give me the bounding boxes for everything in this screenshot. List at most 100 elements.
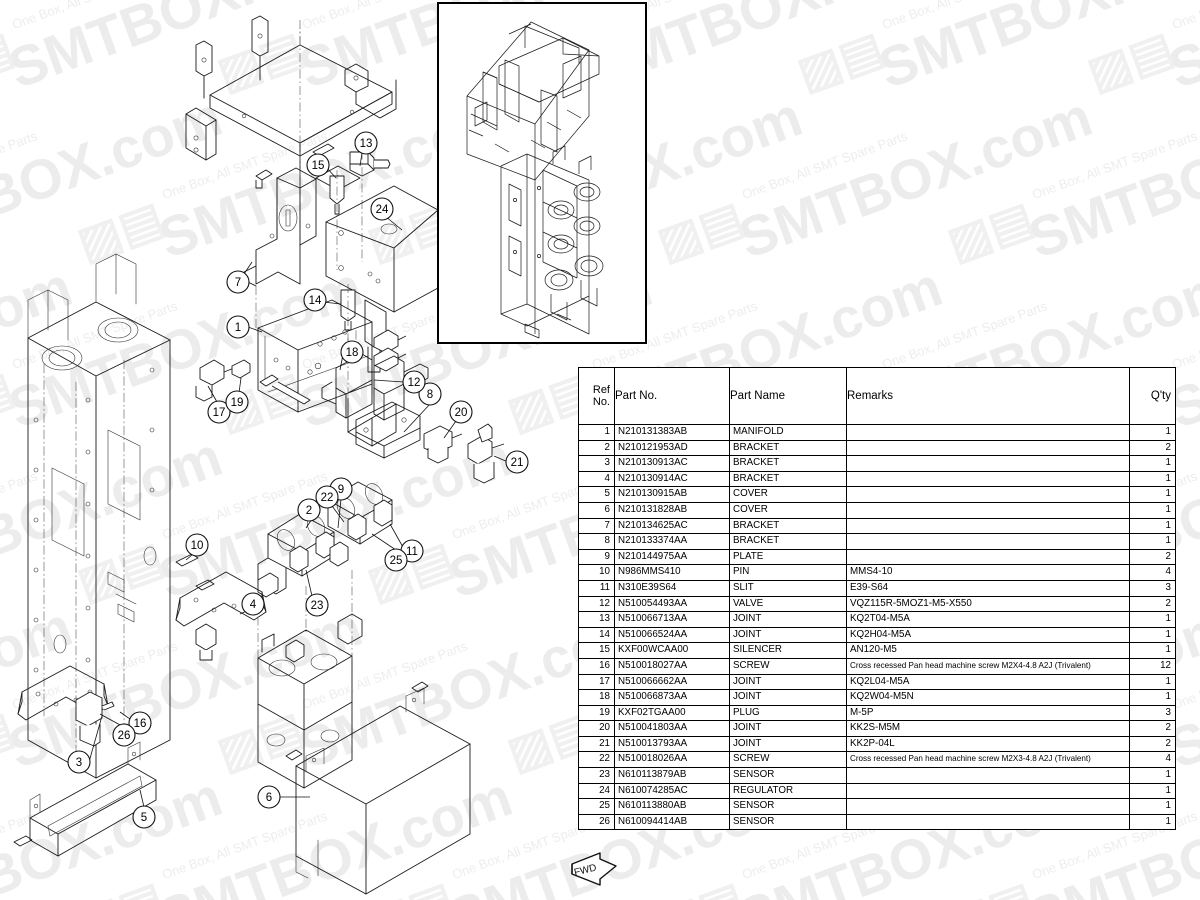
- part-joint-21: [467, 423, 505, 484]
- callout-bubble: [418, 382, 442, 406]
- row-part-no: N210131828AB: [614, 501, 730, 519]
- callout-label: 16: [134, 718, 147, 730]
- row-qty: 1: [1129, 689, 1176, 706]
- callout-bubble: [370, 197, 394, 221]
- row-ref-no: 10: [578, 564, 615, 581]
- row-part-no: N510018027AA: [614, 657, 730, 675]
- row-part-no: N510066713AA: [614, 611, 730, 628]
- row-remarks: KQ2L04-M5A: [846, 673, 1130, 691]
- column-header-part-no: Part No.: [614, 367, 730, 425]
- part-tray-5: [13, 741, 157, 857]
- callout-label: 8: [427, 389, 433, 401]
- callout-bubble: [297, 498, 321, 522]
- part-pin-10: [175, 553, 199, 567]
- callout-bubble: [505, 450, 529, 474]
- part-body-blocks: [257, 613, 363, 789]
- row-qty: 1: [1129, 455, 1176, 472]
- row-ref-no: 24: [578, 782, 615, 800]
- callout-24: 24: [370, 197, 394, 221]
- callout-bubble: [226, 315, 250, 339]
- row-part-name: REGULATOR: [729, 782, 847, 800]
- fwd-direction-marker: FWD: [571, 852, 617, 886]
- row-ref-no: 5: [578, 486, 615, 503]
- row-part-no: KXF02TGAA00: [614, 704, 730, 722]
- column-header-part-name: Part Name: [729, 367, 847, 425]
- row-part-no: N510054493AA: [614, 595, 730, 613]
- row-qty: 1: [1129, 424, 1176, 441]
- callout-16: 16: [128, 711, 152, 735]
- callout-bubble: [128, 711, 152, 735]
- row-ref-no: 18: [578, 689, 615, 706]
- row-qty: 1: [1129, 533, 1176, 550]
- callout-3: 3: [67, 750, 91, 774]
- callout-label: 21: [511, 457, 524, 469]
- row-remarks: MMS4-10: [846, 564, 1130, 581]
- callout-label: 3: [76, 757, 82, 769]
- callout-label: 4: [250, 599, 257, 611]
- row-ref-no: 19: [578, 704, 615, 722]
- row-ref-no: 3: [578, 455, 615, 472]
- callout-label: 17: [213, 407, 226, 419]
- row-ref-no: 13: [578, 611, 615, 628]
- row-part-no: N210130915AB: [614, 486, 730, 503]
- table-header-row: Ref No. Part No. Part Name Remarks Q'ty: [578, 367, 1176, 425]
- callout-bubble: [402, 370, 426, 394]
- callout-label: 20: [455, 407, 468, 419]
- row-ref-no: 12: [578, 595, 615, 613]
- row-qty: 1: [1129, 673, 1176, 691]
- row-part-name: BRACKET: [729, 533, 847, 550]
- row-qty: 3: [1129, 579, 1176, 597]
- row-part-name: BRACKET: [729, 470, 847, 488]
- watermark-brand: SMTBOX.com: [870, 0, 1200, 101]
- row-remarks: [846, 798, 1130, 815]
- row-qty: 4: [1129, 564, 1176, 581]
- callout-26: 26: [112, 723, 136, 747]
- row-ref-no: 22: [578, 751, 615, 769]
- row-part-name: BRACKET: [729, 517, 847, 535]
- row-qty: 1: [1129, 470, 1176, 488]
- row-remarks: M-5P: [846, 704, 1130, 722]
- callout-bubble: [207, 400, 231, 424]
- row-part-no: N210130914AC: [614, 470, 730, 488]
- row-part-no: N986MMS410: [614, 564, 730, 581]
- watermark-brand: SMTBOX.com: [1160, 0, 1200, 101]
- row-part-no: N310E39S64: [614, 579, 730, 597]
- watermark-tagline: One Box, All SMT Spare Parts: [1170, 298, 1200, 373]
- ref-header-line2: No.: [592, 396, 610, 408]
- callout-label: 2: [306, 505, 312, 517]
- row-part-name: SILENCER: [729, 642, 847, 659]
- part-plug-19: [231, 359, 251, 379]
- watermark-tagline: One Box, All SMT Spare Parts: [880, 298, 1050, 373]
- row-remarks: AN120-M5: [846, 642, 1130, 659]
- watermark-tagline: One Box, All SMT Spare Parts: [1170, 0, 1200, 32]
- row-part-name: SCREW: [729, 657, 847, 675]
- row-ref-no: 23: [578, 767, 615, 784]
- row-remarks: [846, 517, 1130, 535]
- watermark-tagline: One Box, All SMT Spare Parts: [880, 0, 1049, 32]
- row-qty: 4: [1129, 751, 1176, 769]
- row-part-no: N610113879AB: [614, 767, 730, 784]
- parts-list-table: Ref No. Part No. Part Name Remarks Q'ty …: [578, 367, 1176, 831]
- row-qty: 1: [1129, 517, 1176, 535]
- row-part-no: N210144975AA: [614, 548, 730, 566]
- callout-bubble: [354, 131, 378, 155]
- callout-label: 11: [406, 546, 418, 558]
- callout-17: 17: [207, 400, 231, 424]
- column-header-qty: Q'ty: [1129, 367, 1176, 425]
- row-ref-no: 20: [578, 720, 615, 737]
- callout-12: 12: [402, 370, 426, 394]
- callout-label: 1: [235, 322, 241, 334]
- callout-label: 6: [266, 792, 272, 804]
- row-ref-no: 6: [578, 501, 615, 519]
- ref-header-line1: Ref: [592, 384, 610, 396]
